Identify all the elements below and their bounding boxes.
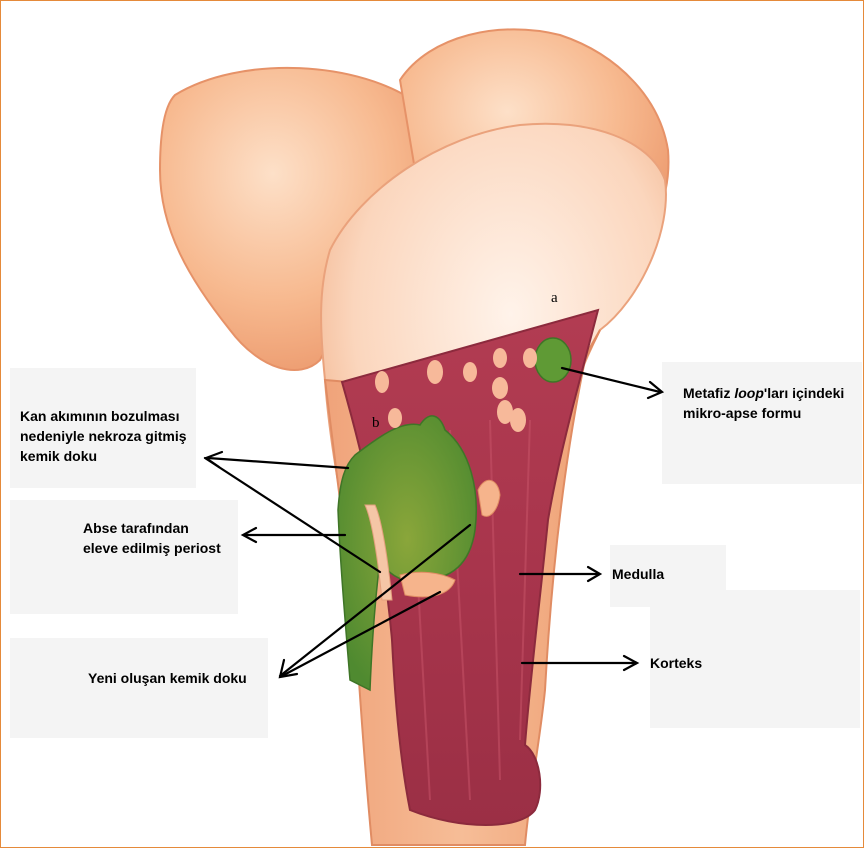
label-new-bone: Yeni oluşan kemik doku	[88, 668, 247, 688]
label-elevated-periosteum: Abse tarafından eleve edilmiş periost	[83, 518, 221, 558]
label-micro-abscess-italic: loop	[734, 385, 764, 401]
label-micro-abscess-line1: Metafiz loop'ları içindeki	[683, 383, 844, 403]
label-necrotic-bone-line2: nedeniyle nekroza gitmiş	[20, 426, 187, 446]
label-medulla: Medulla	[612, 564, 664, 584]
marker-a: a	[551, 290, 558, 307]
marker-b: b	[372, 415, 380, 432]
micro-abscess-spot	[535, 338, 571, 382]
label-cortex: Korteks	[650, 653, 702, 673]
label-micro-abscess-line2: mikro-apse formu	[683, 403, 844, 423]
label-micro-abscess: Metafiz loop'ları içindeki mikro-apse fo…	[683, 383, 844, 423]
label-necrotic-bone: Kan akımının bozulması nedeniyle nekroza…	[20, 406, 187, 466]
label-elevated-periosteum-line2: eleve edilmiş periost	[83, 538, 221, 558]
label-elevated-periosteum-line1: Abse tarafından	[83, 518, 221, 538]
label-necrotic-bone-line3: kemik doku	[20, 446, 187, 466]
label-necrotic-bone-line1: Kan akımının bozulması	[20, 406, 187, 426]
